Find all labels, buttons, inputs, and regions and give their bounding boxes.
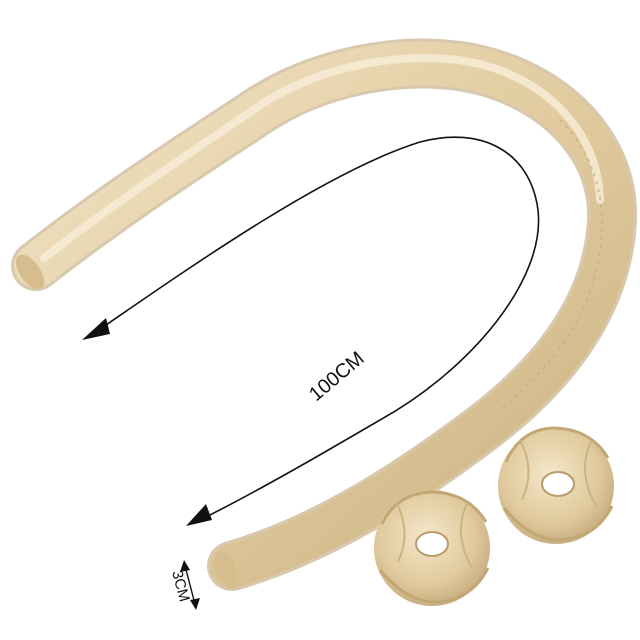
satin-scrunchie-left: [374, 490, 490, 606]
satin-heatless-curling-rod: [11, 38, 638, 591]
arrowhead-icon: [180, 560, 190, 572]
satin-scrunchie-right: [498, 426, 614, 544]
diameter-label: 3CM: [168, 569, 193, 604]
scrunchie-hole: [415, 531, 449, 557]
rod-highlight: [40, 54, 604, 262]
length-label: 100CM: [305, 348, 369, 406]
rod-end-top: [15, 254, 45, 290]
rod-end-bottom: [214, 550, 238, 590]
arrowhead-icon: [186, 504, 212, 526]
scrunchie-hole: [541, 471, 575, 497]
rod-seam: [499, 119, 603, 411]
arrowhead-icon: [190, 598, 200, 610]
length-line: [95, 136, 540, 521]
diameter-dimension: 3CM: [168, 560, 200, 610]
arrowhead-icon: [82, 318, 110, 340]
